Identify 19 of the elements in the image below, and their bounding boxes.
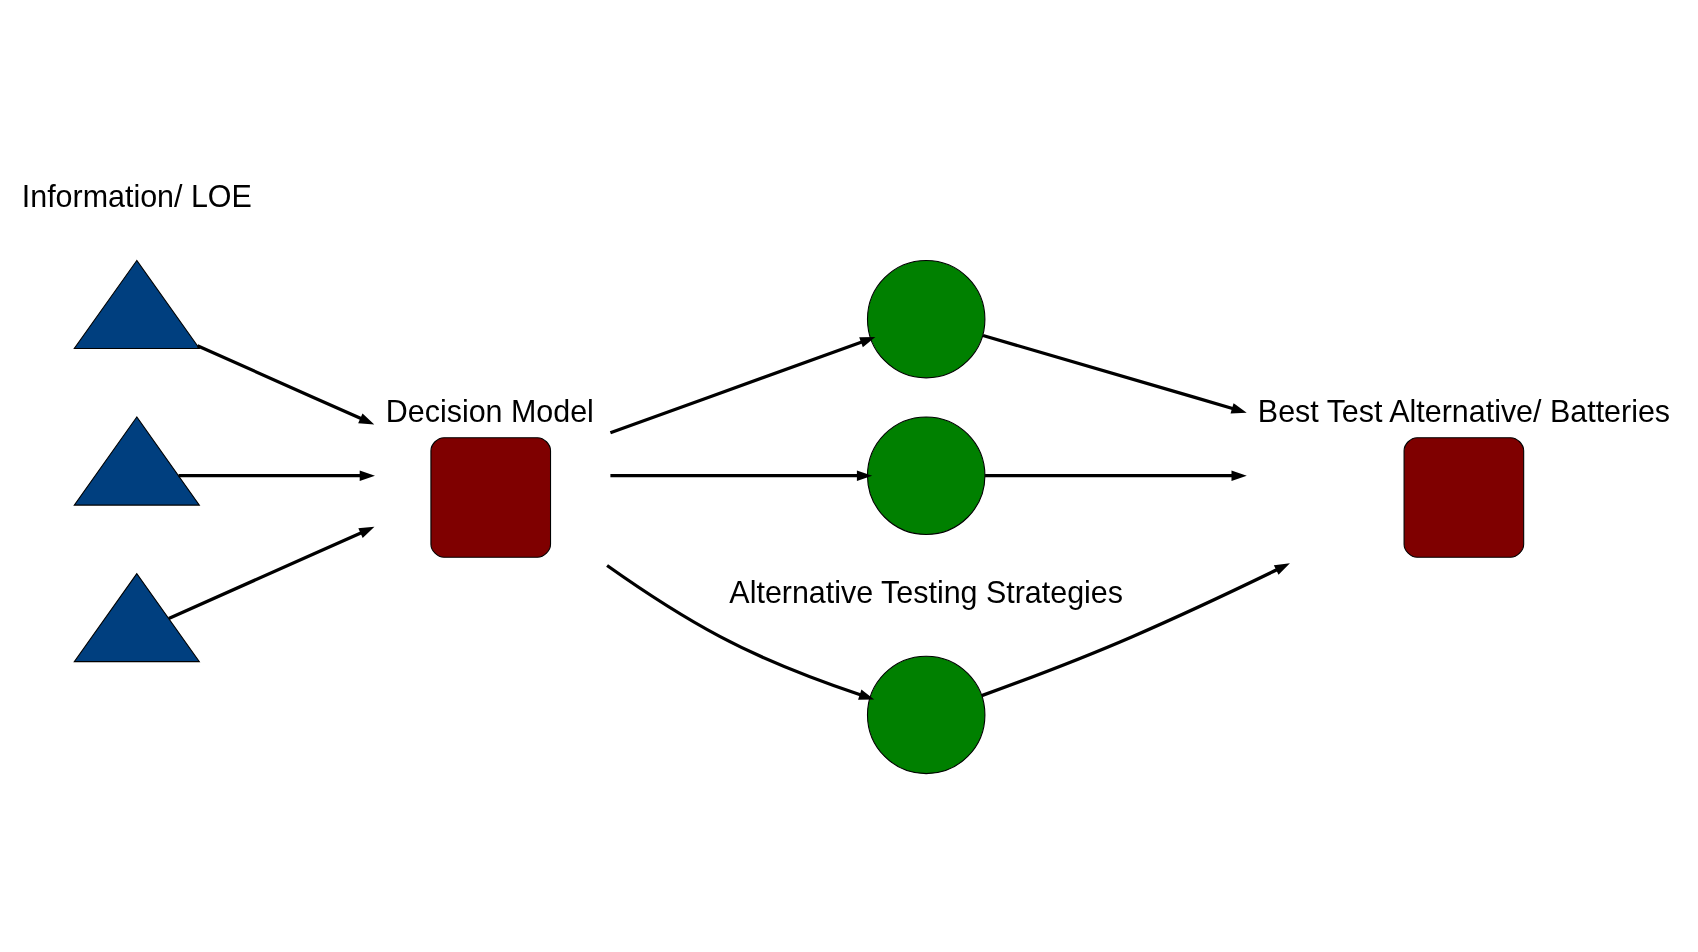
node-label: Best Test Alternative/ Batteries (1257, 393, 1671, 428)
arrow (196, 344, 375, 425)
arrow (985, 470, 1247, 482)
node-circle (866, 259, 986, 379)
arrow (609, 337, 876, 435)
node-triangle (73, 416, 201, 506)
label: Information/ LOE (21, 179, 252, 214)
node-label: Decision Model (385, 393, 594, 428)
node-triangle (73, 259, 201, 350)
arrow (178, 470, 375, 482)
arrow (981, 563, 1290, 698)
arrow (168, 526, 375, 621)
label: Alternative Testing Strategies (729, 574, 1124, 609)
node-circle (866, 655, 986, 775)
node-triangle (73, 572, 201, 663)
arrow (610, 470, 873, 482)
arrow (982, 333, 1247, 414)
arrow (606, 564, 875, 700)
node-circle (866, 416, 986, 535)
